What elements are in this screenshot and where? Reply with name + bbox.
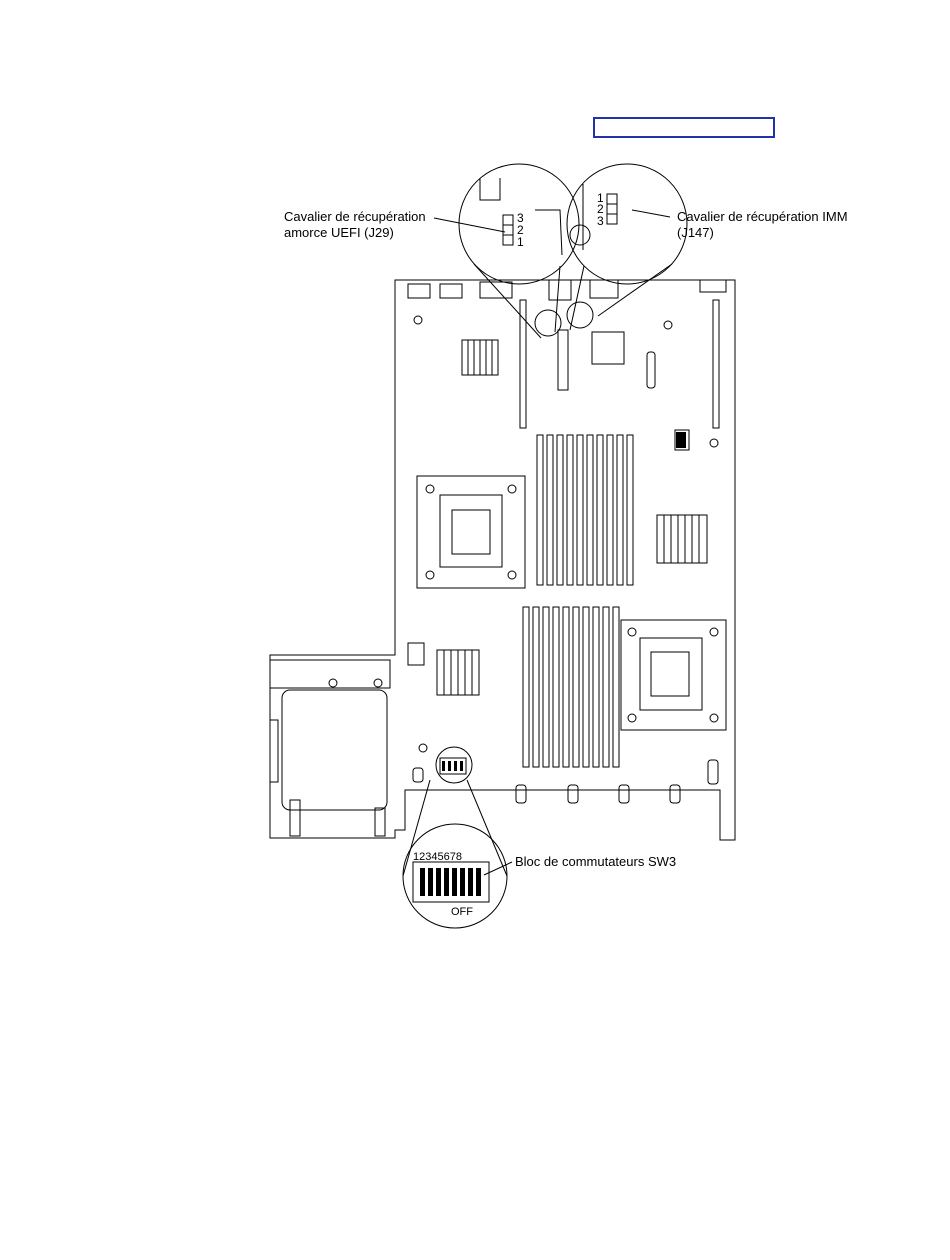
uefi-pin-1: 1 bbox=[517, 235, 524, 249]
imm-jumper-pins bbox=[607, 194, 617, 224]
sw3-switch-numbers: 12345678 bbox=[413, 851, 462, 863]
chipset bbox=[592, 332, 624, 364]
uefi-jumper-pins bbox=[503, 215, 513, 245]
heatsink-right bbox=[657, 515, 707, 563]
uefi-leader-line bbox=[434, 218, 505, 232]
heatsink-lower bbox=[437, 650, 479, 695]
dimm-slots-lower bbox=[523, 607, 619, 767]
sw3-off-label: OFF bbox=[451, 906, 473, 918]
riser-slot-left bbox=[520, 300, 526, 428]
power-connector-area bbox=[270, 643, 424, 836]
dimm-slots-upper bbox=[537, 435, 633, 585]
riser-slot-right bbox=[713, 300, 719, 428]
imm-pin-3: 3 bbox=[597, 214, 604, 228]
processor-socket-1 bbox=[417, 476, 525, 588]
sw3-leader-line bbox=[484, 862, 512, 875]
heatsink-top bbox=[462, 340, 498, 375]
imm-leader-line bbox=[632, 210, 670, 217]
processor-socket-2 bbox=[621, 620, 726, 730]
